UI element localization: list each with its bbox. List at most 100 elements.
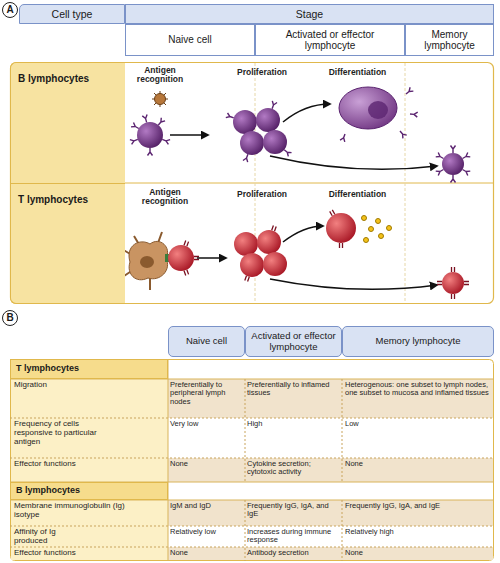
node-text: T lymphocytes [18,194,88,206]
step-label: Antigen recognition [135,188,195,207]
step-label: Proliferation [232,68,292,77]
table-cell: Frequently IgG, IgA, and IgE [247,502,340,519]
apc-nucleus [140,256,154,268]
arrow [270,156,437,169]
receptor [148,148,153,156]
stage-header: Activated or effector lymphocyte [245,326,342,357]
column-divider [405,63,406,303]
receptor [452,294,455,299]
receptor [243,153,250,162]
header-box: Cell type [19,4,125,24]
cell-type-band: B lymphocytes [10,62,125,183]
row-label: Migration [14,381,164,390]
table-cell: High [247,420,340,428]
cytokine [376,219,381,224]
row-divider [10,418,494,419]
receptor [452,267,455,272]
row-divider [10,526,494,527]
antibody [398,129,407,138]
receptor [436,153,445,161]
memory-b-cell [442,153,464,175]
cytokines [362,216,392,243]
antibody [340,133,347,142]
naive-t-cell [168,245,194,271]
section-header: B lymphocytes [10,482,168,500]
column-divider [342,500,343,561]
receptor [130,137,139,144]
row-label: Membrane immunoglobulin (Ig) isotype [14,502,134,520]
table-cell: Very low [170,420,243,428]
receptor [330,210,335,216]
receptor [184,241,189,247]
node-text: T lymphocytes [16,364,79,374]
cytokine [387,226,392,231]
receptor [436,167,445,175]
node-text: B lymphocytes [18,73,89,85]
row-label: Effector functions [14,549,164,558]
node-text: Stage [296,8,323,20]
cytokine [362,216,367,221]
dividing-b-cell [263,130,287,154]
receptor [184,270,189,276]
step-label: Proliferation [232,190,292,199]
label-column [11,500,168,560]
dividing-t-cell [234,232,258,256]
row-divider [10,458,494,459]
label-column [11,379,168,482]
node-text: Naive cell [168,34,211,46]
antigen-body [155,94,166,105]
receptor [451,146,456,154]
table-cell: Relatively low [170,528,243,536]
table-cell: Low [345,420,491,428]
panel-letter: A [2,2,18,18]
cytokine [369,227,374,232]
row-label: Affinity of Ig produced [14,528,74,546]
table-cell: None [170,460,243,468]
table-cell: Preferentially to peripheral lymph nodes [170,381,243,406]
receptor [161,137,170,144]
row-shade [168,547,493,560]
table-cell: None [345,460,491,468]
row-divider [10,547,494,548]
node-text: Memory lymphocyte [409,29,490,52]
receptor [340,243,343,248]
antigen [152,91,168,107]
node-text: B [6,313,13,323]
column-divider [245,379,246,482]
column-divider [245,500,246,561]
cytokine [364,238,369,243]
antigen-presenting-cell [129,241,168,279]
row-label: Frequency of cells responsive to particu… [14,420,119,446]
dividing-t-cell [240,253,264,277]
panel-letter: B [2,310,18,326]
plasma-cell [339,87,397,129]
receptor [226,113,235,120]
stage-header: Memory lymphocyte [405,24,494,56]
table-cell: None [345,549,491,557]
stage-header: Naive cell [168,326,245,357]
table-cell: Relatively high [345,528,491,536]
receptor [270,101,277,110]
receptor [437,282,442,285]
receptor [156,118,165,127]
dividing-t-cell [263,252,287,276]
node-text: Cell type [52,8,93,20]
node-text: B lymphocytes [16,486,80,496]
receptor [131,123,140,131]
table-cell: IgM and IgD [170,502,243,510]
step-label: Differentiation [320,68,395,77]
stage-panel [11,63,494,304]
dividing-b-cell [240,131,264,155]
arrow [270,279,437,289]
row-label: Effector functions [14,460,164,469]
table-cell: Increases during immune response [247,528,340,545]
table-cell: None [170,549,243,557]
receptor [464,282,469,285]
memory-t-cell [442,272,464,294]
dividing-t-cell [257,230,281,254]
step-label: Differentiation [320,190,395,199]
naive-b-cell [137,122,163,148]
table-cell: Preferentially to inflamed tissues [247,381,340,398]
column-divider [342,379,343,482]
